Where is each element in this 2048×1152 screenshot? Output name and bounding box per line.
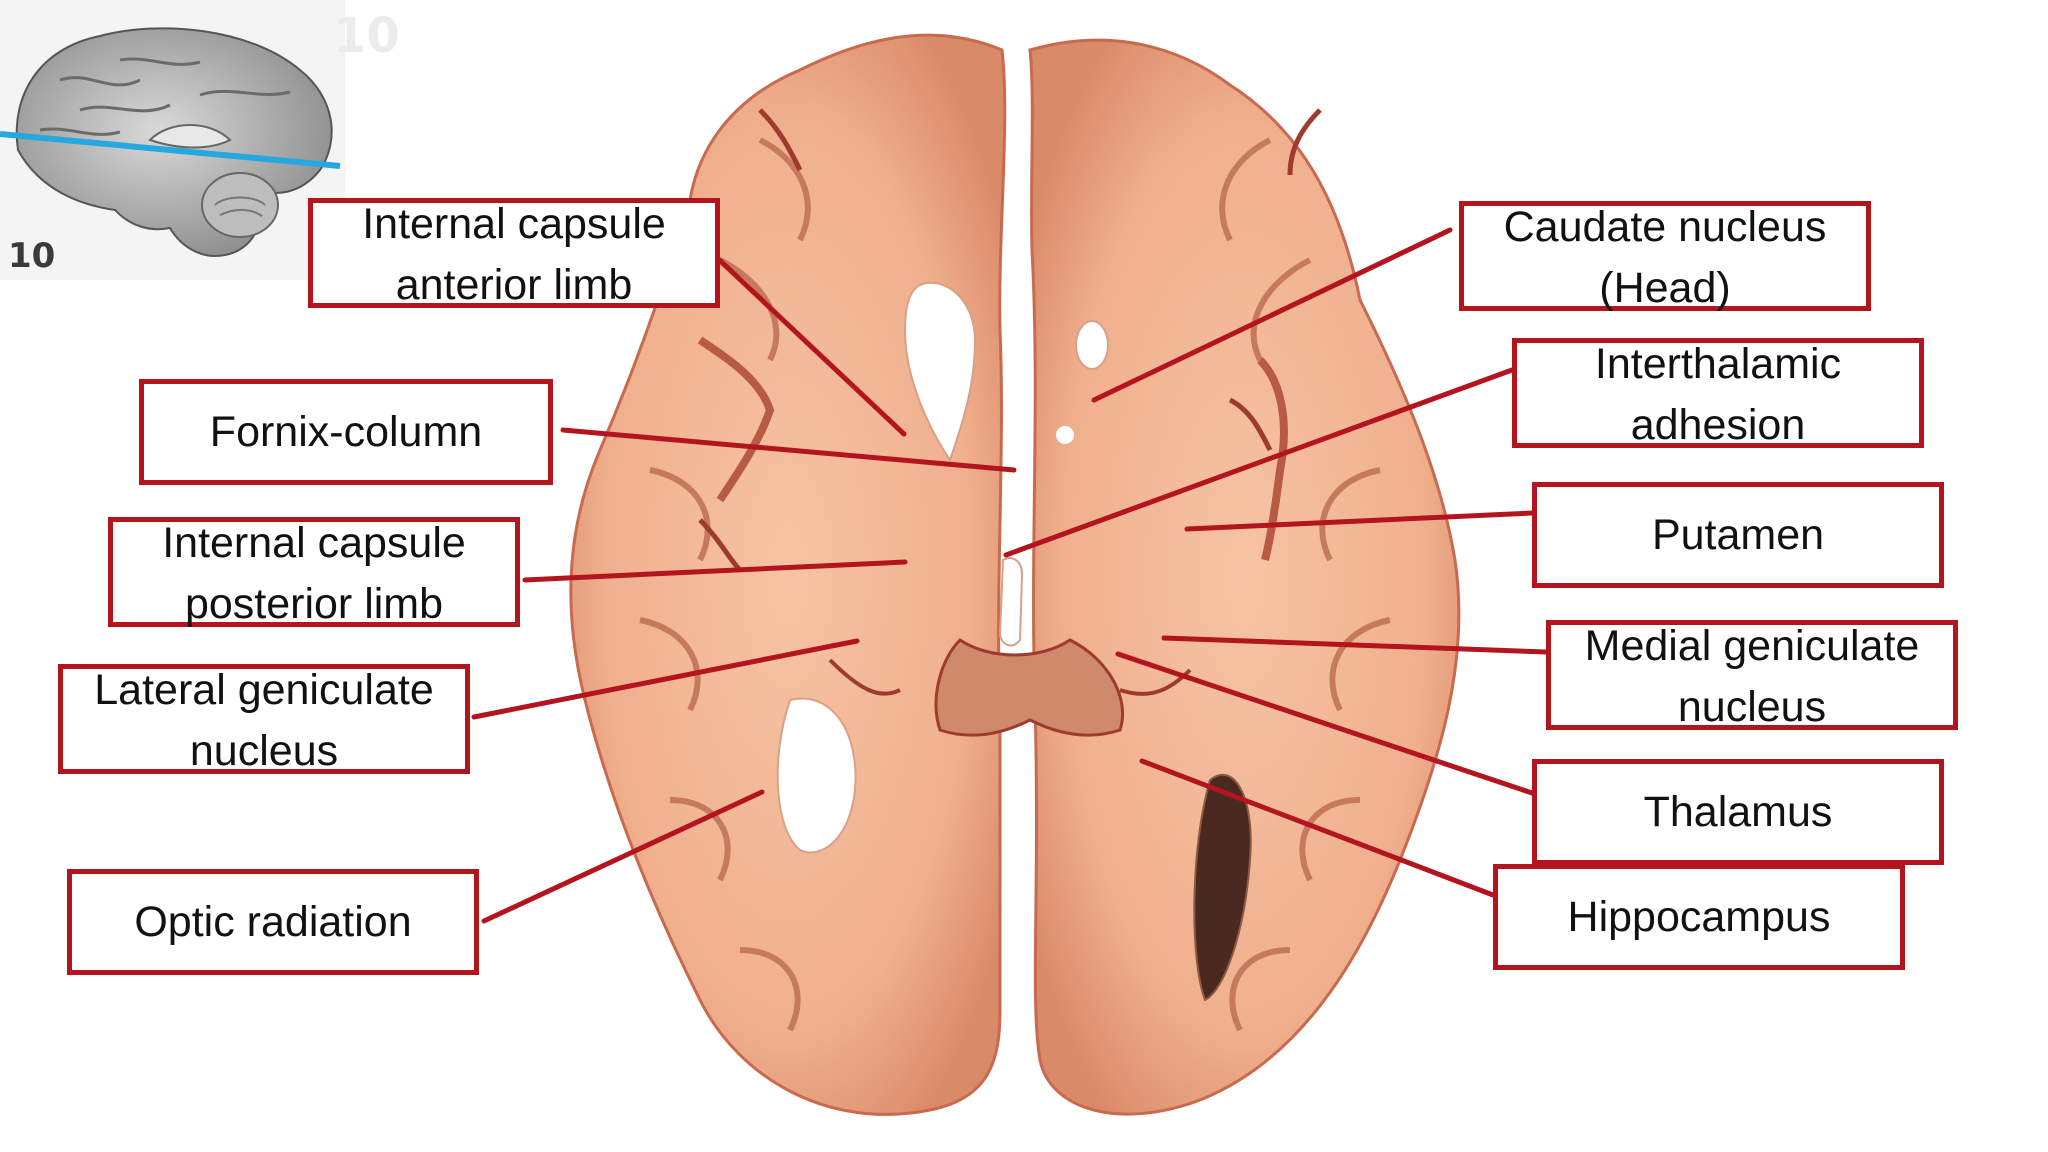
label-text: Caudate nucleus (Head) <box>1503 203 1827 312</box>
label-text: Hippocampus <box>1567 892 1831 941</box>
label-internal-capsule-posterior-limb: Internal capsule posterior limb <box>108 517 520 628</box>
leader-internal-capsule-posterior-limb <box>522 559 908 583</box>
label-hippocampus: Hippocampus <box>1493 864 1905 970</box>
label-text: Medial geniculate nucleus <box>1584 622 1920 731</box>
label-lateral-geniculate-nucleus: Lateral geniculate nucleus <box>58 664 470 775</box>
slice-number: 10 <box>8 236 56 276</box>
label-putamen: Putamen <box>1532 482 1944 588</box>
leader-putamen <box>1184 510 1535 532</box>
label-text: Lateral geniculate nucleus <box>94 666 434 775</box>
label-text: Internal capsule anterior limb <box>362 200 666 309</box>
label-thalamus: Thalamus <box>1532 759 1944 865</box>
label-internal-capsule-anterior-limb: Internal capsule anterior limb <box>308 198 720 309</box>
leader-thalamus <box>1115 651 1535 796</box>
label-interthalamic-adhesion: Interthalamic adhesion <box>1512 338 1924 449</box>
leader-medial-geniculate-nucleus <box>1161 635 1549 655</box>
leader-lateral-geniculate-nucleus <box>471 638 860 720</box>
leader-caudate-nucleus-head <box>1091 227 1453 403</box>
label-caudate-nucleus-head: Caudate nucleus (Head) <box>1459 201 1871 312</box>
leader-internal-capsule-anterior-limb <box>710 251 907 437</box>
label-text: Putamen <box>1651 510 1825 559</box>
leader-optic-radiation <box>481 789 765 924</box>
midbrain-vessels <box>934 638 1125 737</box>
lateral-ventricle-left-frontal <box>903 281 977 463</box>
label-text: Thalamus <box>1643 787 1833 836</box>
label-text: Internal capsule posterior limb <box>162 519 466 628</box>
third-ventricle <box>998 557 1024 647</box>
leader-lines <box>471 227 1549 924</box>
label-text: Optic radiation <box>134 897 412 946</box>
leader-fornix-column <box>560 427 1017 473</box>
section-plane-line <box>0 131 341 169</box>
left-temporal-horn <box>776 697 857 854</box>
label-optic-radiation: Optic radiation <box>67 869 479 975</box>
label-text: Interthalamic adhesion <box>1594 340 1842 449</box>
leader-interthalamic-adhesion <box>1003 367 1515 558</box>
lateral-ventricle-right-frontal <box>1075 320 1109 370</box>
label-fornix-column: Fornix-column <box>139 379 553 485</box>
sagittal-inset <box>0 0 345 280</box>
label-medial-geniculate-nucleus: Medial geniculate nucleus <box>1546 620 1958 731</box>
leader-hippocampus <box>1139 758 1496 898</box>
label-text: Fornix-column <box>209 407 483 456</box>
slice-number-ghost: 10 <box>333 8 400 64</box>
right-hemisphere <box>1028 38 1461 1116</box>
right-temporal-horn <box>1193 773 1252 1002</box>
